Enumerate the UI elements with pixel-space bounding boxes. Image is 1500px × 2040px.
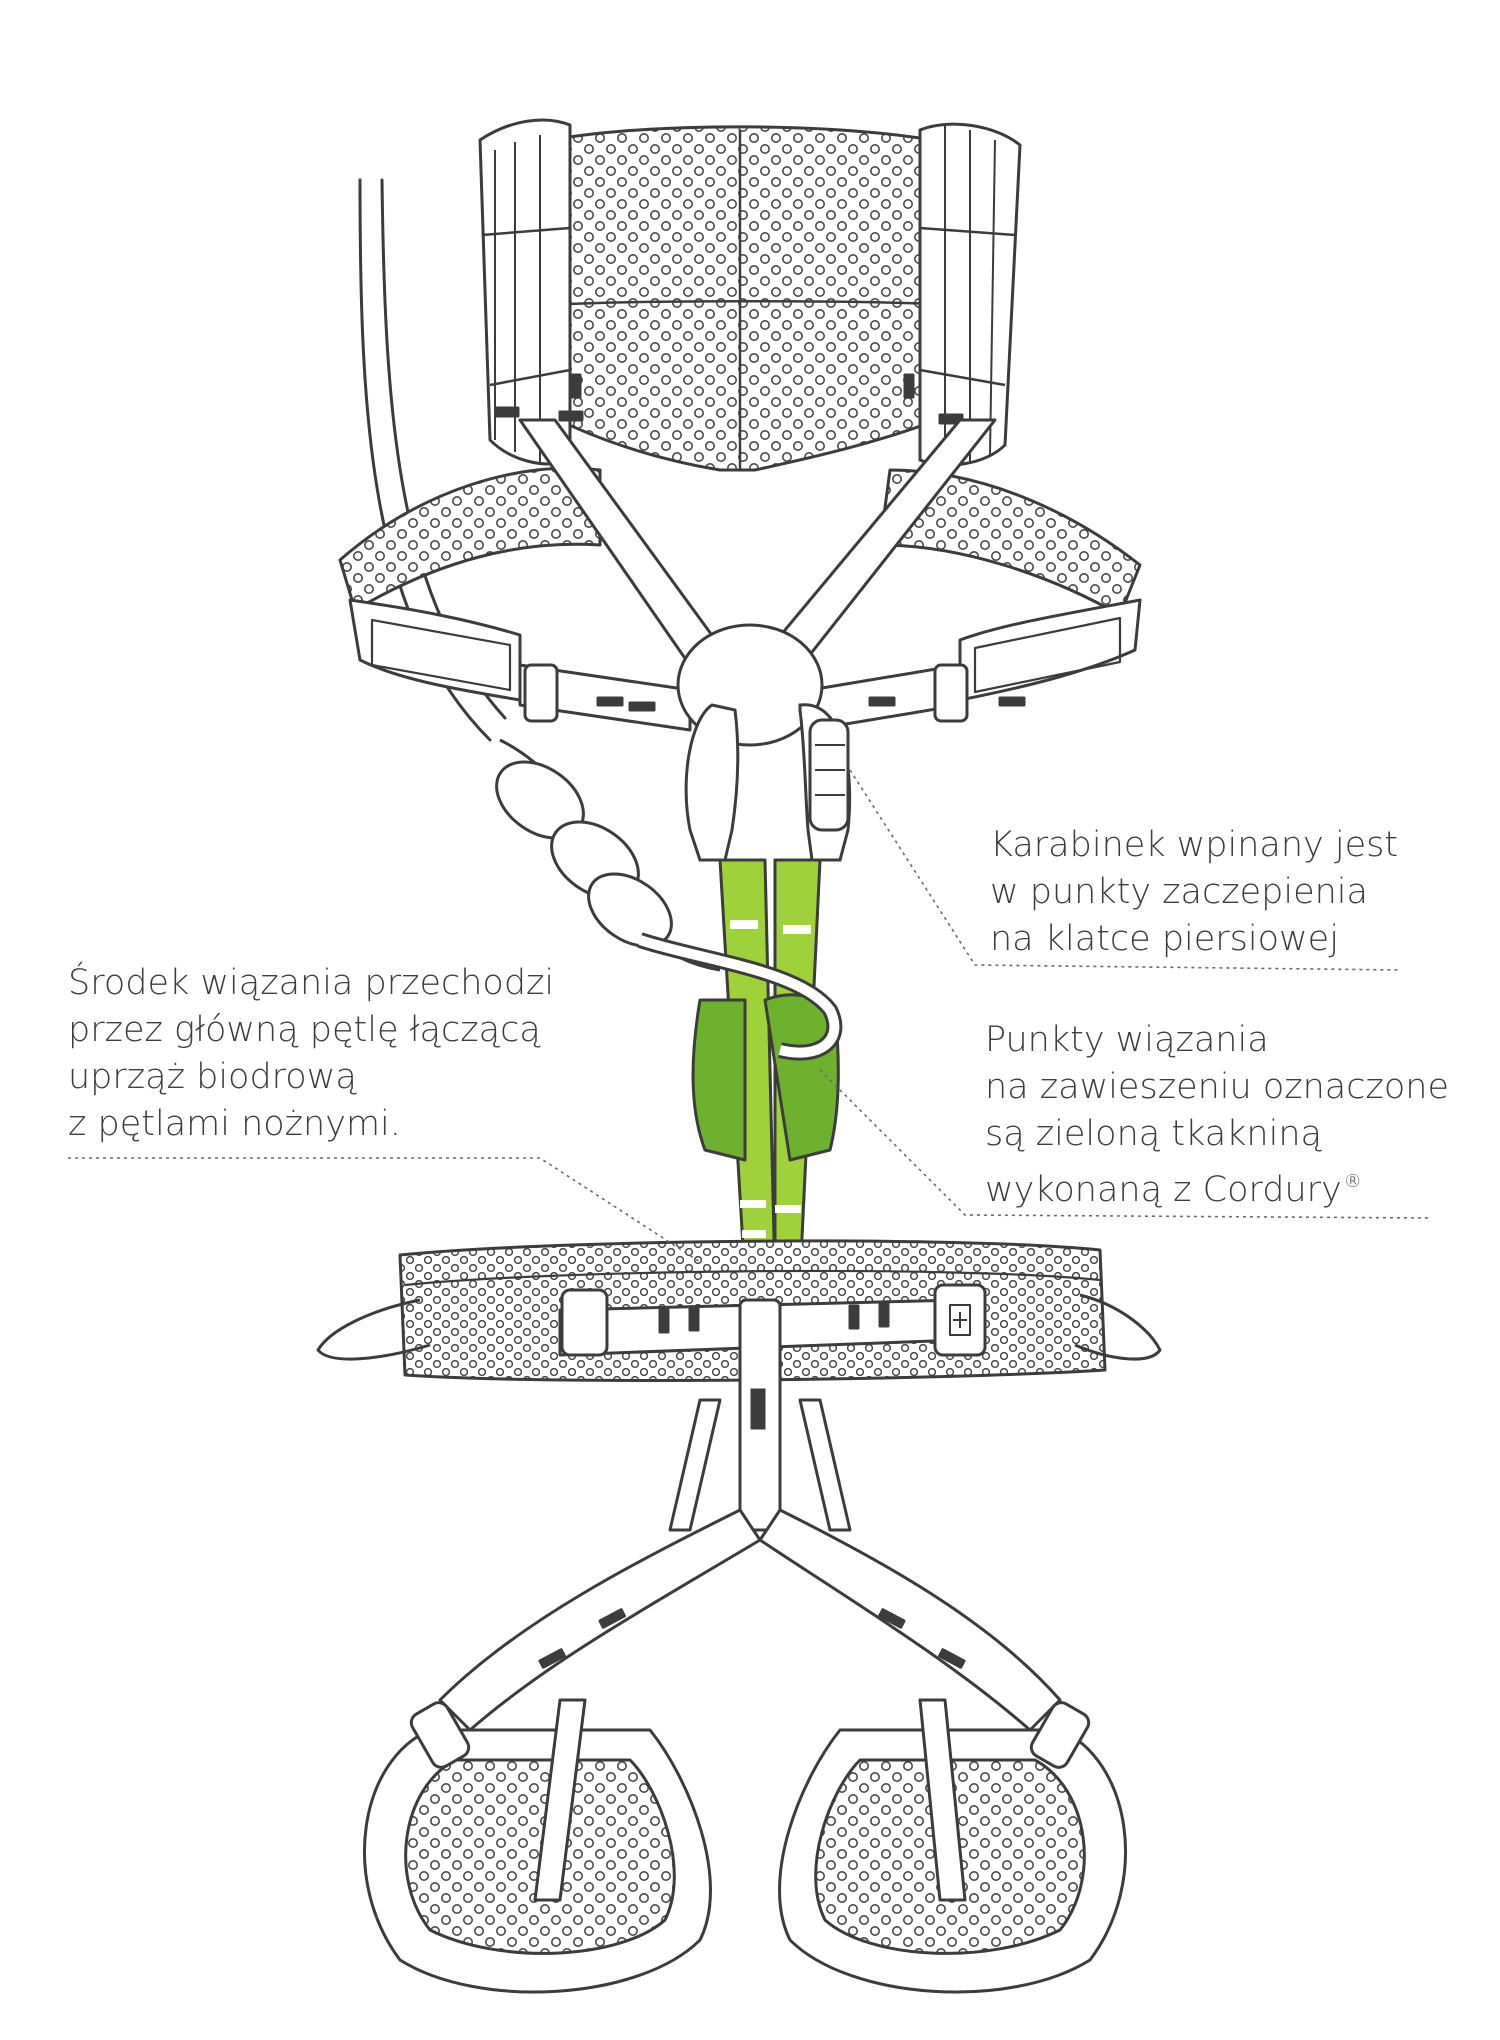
registered-trademark: ® xyxy=(1344,1171,1362,1192)
callout-chest-line-3: na klatce piersiowej xyxy=(990,916,1398,963)
callout-tie-in-center: Środek wiązania przechodzi przez główną … xyxy=(68,960,554,1148)
buckle-icon xyxy=(562,1290,607,1355)
callout-chest-line-2: w punkty zaczepienia xyxy=(990,869,1398,916)
green-tie-in-loops xyxy=(693,860,838,1280)
callout-green-line-1: Punkty wiązania xyxy=(985,1017,1449,1064)
callout-green-line-4: wykonaną z Cordury® xyxy=(985,1158,1449,1214)
callout-left-line-1: Środek wiązania przechodzi xyxy=(68,960,554,1007)
callout-green-line-4-text: wykonaną z Cordury xyxy=(985,1170,1342,1210)
callout-green-line-2: na zawieszeniu oznaczone xyxy=(985,1064,1449,1111)
belay-loop xyxy=(740,1300,780,1530)
callout-green-cordura: Punkty wiązania na zawieszeniu oznaczone… xyxy=(985,1017,1449,1214)
callout-left-line-3: uprząż biodrową xyxy=(68,1054,554,1101)
callout-left-line-2: przez główną pętlę łączącą xyxy=(68,1007,554,1054)
callout-chest-attachment: Karabinek wpinany jest w punkty zaczepie… xyxy=(990,822,1398,963)
callout-left-line-4: z pętlami nożnymi. xyxy=(68,1101,554,1148)
chest-harness xyxy=(480,120,1020,470)
buckle-icon xyxy=(935,665,967,721)
callout-chest-line-1: Karabinek wpinany jest xyxy=(990,822,1398,869)
callout-green-line-3: są zieloną tkakniną xyxy=(985,1111,1449,1158)
buckle-icon xyxy=(525,665,557,721)
